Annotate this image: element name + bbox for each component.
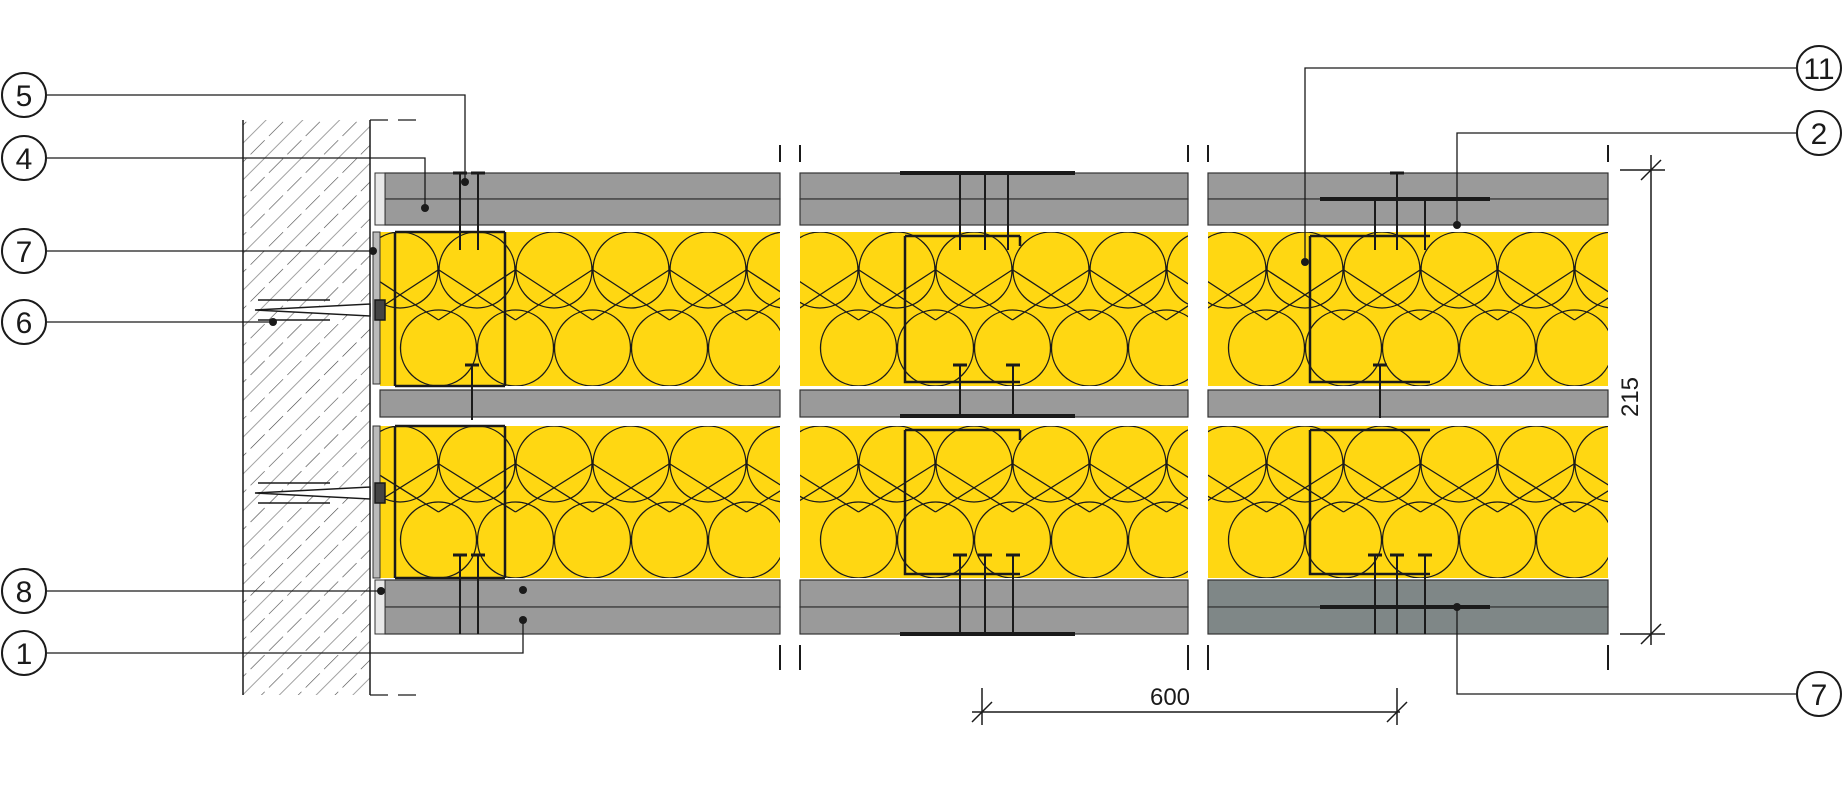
- insulation-layers: [380, 232, 1608, 578]
- callout-6: 6: [1, 299, 47, 345]
- callout-11: 11: [1796, 45, 1842, 91]
- callout-7-right: 7: [1796, 671, 1842, 717]
- callout-1-label: 1: [16, 638, 33, 671]
- dimension-thickness: 215: [1617, 155, 1665, 645]
- callout-7-left: 7: [1, 228, 47, 274]
- insulation-pattern: [380, 232, 780, 386]
- concrete-wall: [242, 119, 420, 696]
- callout-5-label: 5: [16, 80, 33, 113]
- dimension-width: 600: [971, 684, 1408, 725]
- special-board: [1207, 579, 1609, 635]
- callout-6-label: 6: [16, 307, 33, 340]
- callout-2-label: 2: [1811, 118, 1828, 151]
- dimension-thickness-label: 215: [1617, 377, 1644, 417]
- leader-lines: [47, 67, 1796, 695]
- callout-5: 5: [1, 72, 47, 118]
- wall-anchors: [254, 299, 386, 504]
- callout-11-label: 11: [1803, 53, 1834, 86]
- steel-profiles: [393, 230, 1430, 580]
- callout-7-right-label: 7: [1811, 679, 1828, 712]
- callout-8: 8: [1, 568, 47, 614]
- insulation-pattern: [1208, 426, 1608, 578]
- dimension-width-label: 600: [1150, 684, 1190, 711]
- break-lines: [779, 145, 1609, 670]
- insulation-pattern: [1208, 232, 1608, 386]
- insulation-pattern: [380, 426, 780, 578]
- callout-8-label: 8: [16, 576, 33, 609]
- insulation-pattern: [800, 426, 1188, 578]
- callout-7-left-label: 7: [16, 236, 33, 269]
- screws: [453, 171, 1432, 634]
- callout-2: 2: [1796, 110, 1842, 156]
- insulation-pattern: [800, 232, 1188, 386]
- callout-1: 1: [1, 630, 47, 676]
- callout-4-label: 4: [16, 143, 33, 176]
- leader-dots: [269, 178, 1461, 624]
- face-connectors: [900, 171, 1490, 636]
- callout-4: 4: [1, 135, 47, 181]
